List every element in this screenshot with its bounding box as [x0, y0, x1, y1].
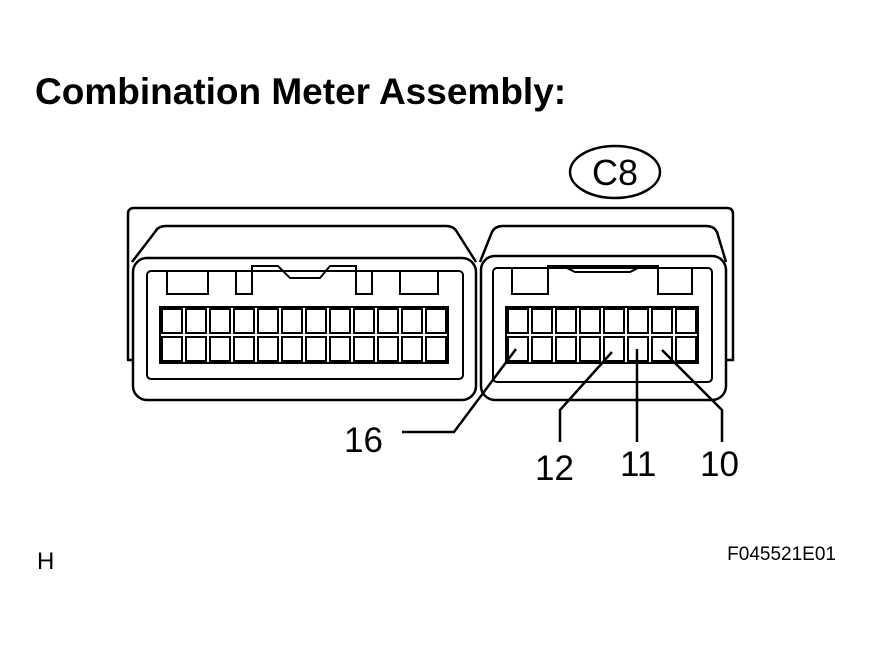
left-pin-cavity: [377, 308, 399, 334]
left-pin-cavity: [209, 308, 231, 334]
left-pin-cavity: [281, 336, 303, 362]
pin-11-label: 11: [620, 445, 656, 484]
pin-16-callout: 16: [344, 348, 518, 460]
right-pin-cavity: [651, 336, 673, 362]
left-pin-cavity: [425, 308, 447, 334]
right-pin-cavity: [531, 308, 553, 334]
figure-id-label: F045521E01: [727, 544, 836, 565]
right-pin-cavity: [627, 308, 649, 334]
left-pin-cavity: [161, 308, 183, 334]
left-pin-cavity: [353, 308, 375, 334]
left-block-top-hood: [131, 224, 478, 263]
right-block-frame: [479, 254, 728, 402]
left-pin-cavity: [401, 336, 423, 362]
left-pin-cavity: [233, 308, 255, 334]
right-pin-cavity: [675, 336, 697, 362]
pin-12-leader-line: [558, 351, 613, 442]
left-pin-cavity: [185, 336, 207, 362]
view-code-label: H: [37, 548, 54, 575]
left-block-key-profile: [166, 265, 439, 295]
left-pin-cavity: [329, 308, 351, 334]
diagram-title: Combination Meter Assembly:: [35, 71, 566, 112]
left-pin-cavity: [353, 336, 375, 362]
left-connector-block: [131, 224, 478, 402]
left-pin-cavity: [425, 336, 447, 362]
left-pin-cavity: [377, 336, 399, 362]
left-block-inner-frame: [146, 270, 464, 380]
left-pin-cavity: [281, 308, 303, 334]
right-block-key-notch: [562, 265, 643, 273]
right-block-top-hood: [478, 224, 728, 263]
right-block-key-profile: [511, 265, 693, 295]
right-pin-cavity: [507, 336, 529, 362]
left-pin-cavity: [161, 336, 183, 362]
right-pin-cavity: [579, 336, 601, 362]
right-pin-cavity: [507, 308, 529, 334]
right-pin-cavity: [675, 308, 697, 334]
left-pin-cavity: [257, 336, 279, 362]
badge-outline: [568, 144, 662, 200]
left-pin-cavity: [329, 336, 351, 362]
pin-10-callout: 10: [661, 349, 739, 484]
right-pin-grid: [505, 306, 699, 364]
pin-16-leader-line: [402, 348, 518, 434]
connector-housing: [126, 206, 735, 362]
right-pin-outline: [505, 306, 699, 364]
left-pin-cavity: [401, 308, 423, 334]
right-pin-cavity: [579, 308, 601, 334]
right-block-inner-frame: [492, 267, 713, 383]
left-block-frame: [131, 256, 478, 402]
left-pin-cavity: [257, 308, 279, 334]
right-pin-cavity: [603, 336, 625, 362]
right-pin-cavity: [555, 308, 577, 334]
pin-12-label: 12: [535, 449, 574, 488]
connector-code-badge: C8: [568, 144, 662, 200]
left-pin-cavity: [305, 308, 327, 334]
connector-code-label: C8: [592, 152, 638, 193]
pin-12-callout: 12: [535, 351, 613, 488]
right-connector-block: [478, 224, 728, 402]
right-pin-cavity: [555, 336, 577, 362]
right-pin-cavity: [603, 308, 625, 334]
pin-10-leader-line: [661, 349, 724, 442]
left-pin-cavity: [305, 336, 327, 362]
left-pin-outline: [159, 306, 449, 364]
pin-16-label: 16: [344, 421, 383, 460]
left-pin-cavity: [209, 336, 231, 362]
left-pin-grid: [159, 306, 449, 364]
right-pin-cavity: [531, 336, 553, 362]
left-pin-cavity: [233, 336, 255, 362]
right-pin-cavity: [651, 308, 673, 334]
left-pin-cavity: [185, 308, 207, 334]
pin-11-callout: 11: [620, 349, 656, 484]
pin-10-label: 10: [700, 445, 739, 484]
